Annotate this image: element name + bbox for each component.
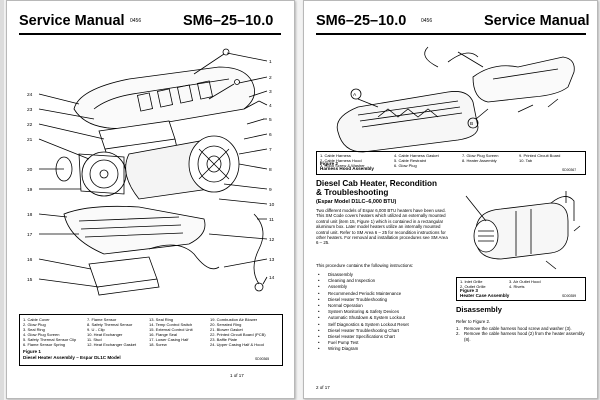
figure-1-caption: Diesel Heater Assembly – Espar DL1C Mode… xyxy=(23,355,121,360)
callout-19: 19 xyxy=(27,187,33,193)
list-item: Diesel Heater Troubleshooting xyxy=(318,297,409,303)
list-item: Normal Operation xyxy=(318,303,409,309)
figure-1-box xyxy=(19,314,283,366)
callout-23: 23 xyxy=(27,107,33,113)
label-b: B xyxy=(470,121,473,127)
exploded-heater-diagram: 24 23 22 21 20 19 18 17 16 15 1 2 3 4 5 … xyxy=(27,48,275,296)
list-item: Wiring Diagram xyxy=(318,346,409,352)
callout-21: 21 xyxy=(27,137,33,143)
page-number: 2 of 17 xyxy=(316,385,330,390)
callout-14: 14 xyxy=(269,275,275,281)
callout-24: 24 xyxy=(27,92,33,98)
figure-3-ref: SD00359 xyxy=(562,294,577,298)
page-1: Service Manual 0456 SM6–25–10.0 xyxy=(6,0,295,399)
callout-20: 20 xyxy=(27,167,33,173)
figure-2-box xyxy=(316,151,586,175)
callout-18: 18 xyxy=(27,212,33,218)
intro-paragraph: Two different models of Espar 6,000 BTU … xyxy=(316,208,448,246)
callout-7: 7 xyxy=(269,147,272,153)
list-item: Fuel Pump Test xyxy=(318,340,409,346)
disassembly-steps: 1.Remove the cable harness hood screw an… xyxy=(456,326,586,342)
section-heading-line1: Diesel Cab Heater, Recondition xyxy=(316,179,438,188)
callout-22: 22 xyxy=(27,122,33,128)
model-code: SM6–25–10.0 xyxy=(183,13,274,29)
header-rule xyxy=(19,33,281,35)
callout-11: 11 xyxy=(269,217,274,223)
callout-3: 3 xyxy=(269,89,272,95)
disassembly-heading: Disassembly xyxy=(456,305,502,314)
figure-1-number: Figure 1 xyxy=(23,349,41,354)
list-item: System Monitoring & Safety Devices xyxy=(318,309,409,315)
header-rule xyxy=(316,33,586,35)
callout-8: 8 xyxy=(269,167,272,173)
list-item: Automatic Shutdown & System Lockout xyxy=(318,315,409,321)
doc-code: 0456 xyxy=(130,18,142,24)
list-item: Self Diagnostics & System Lockout Reset xyxy=(318,322,409,328)
page-title: Service Manual xyxy=(19,13,125,29)
viewer-edge xyxy=(0,0,4,400)
callout-16: 16 xyxy=(27,257,33,263)
callout-10: 10 xyxy=(269,202,275,208)
callout-9: 9 xyxy=(269,187,272,193)
contains-paragraph: This procedure contains the following in… xyxy=(316,263,414,268)
section-heading-line2: & Troubleshooting xyxy=(316,188,389,197)
heater-case-diagram xyxy=(465,191,581,270)
callout-17: 17 xyxy=(27,232,33,238)
step-item: 2.Remove the cable harness hood (2) from… xyxy=(456,331,585,342)
page-number: 1 of 17 xyxy=(230,373,244,378)
list-item: Diesel Heater Troubleshooting Chart xyxy=(318,328,409,334)
list-item: Diesel Heater Specifications Chart xyxy=(318,334,409,340)
callout-12: 12 xyxy=(269,237,275,243)
list-item: Assembly xyxy=(318,284,409,290)
step-item: 1.Remove the cable harness hood screw an… xyxy=(456,326,572,331)
section-subheading: (Espar Model D1LC–6,000 BTU) xyxy=(316,199,397,205)
model-code: SM6–25–10.0 xyxy=(316,13,407,29)
harness-hood-diagram: A B xyxy=(336,46,575,153)
callout-13: 13 xyxy=(269,257,275,263)
figure-2-caption: Harness Hood Assembly xyxy=(320,166,374,171)
figure-3-number: Figure 3 xyxy=(460,288,478,293)
label-a: A xyxy=(353,92,357,98)
callout-5: 5 xyxy=(269,117,272,123)
figure-2-ref: SD00367 xyxy=(562,168,577,172)
instruction-list: Disassembly Cleaning and Inspection Asse… xyxy=(318,272,409,353)
callout-1: 1 xyxy=(269,59,272,65)
list-item: Cleaning and Inspection xyxy=(318,278,409,284)
page-title: Service Manual xyxy=(484,13,590,29)
page-2: SM6–25–10.0 0456 Service Manual A B xyxy=(303,0,598,399)
figure-2-number: Figure 2 xyxy=(320,161,338,166)
callout-15: 15 xyxy=(27,277,33,283)
list-item: Disassembly xyxy=(318,272,409,278)
figure-3-box xyxy=(456,277,586,301)
callout-2: 2 xyxy=(269,75,272,81)
callout-6: 6 xyxy=(269,132,272,138)
figure-1-ref: SD00365 xyxy=(255,357,270,361)
list-item: Recommended Periodic Maintenance xyxy=(318,291,409,297)
refer-text: Refer to Figure 2. xyxy=(456,319,491,324)
callout-4: 4 xyxy=(269,103,272,109)
doc-code: 0456 xyxy=(421,18,433,24)
figure-3-caption: Heater Case Assembly xyxy=(460,293,510,298)
